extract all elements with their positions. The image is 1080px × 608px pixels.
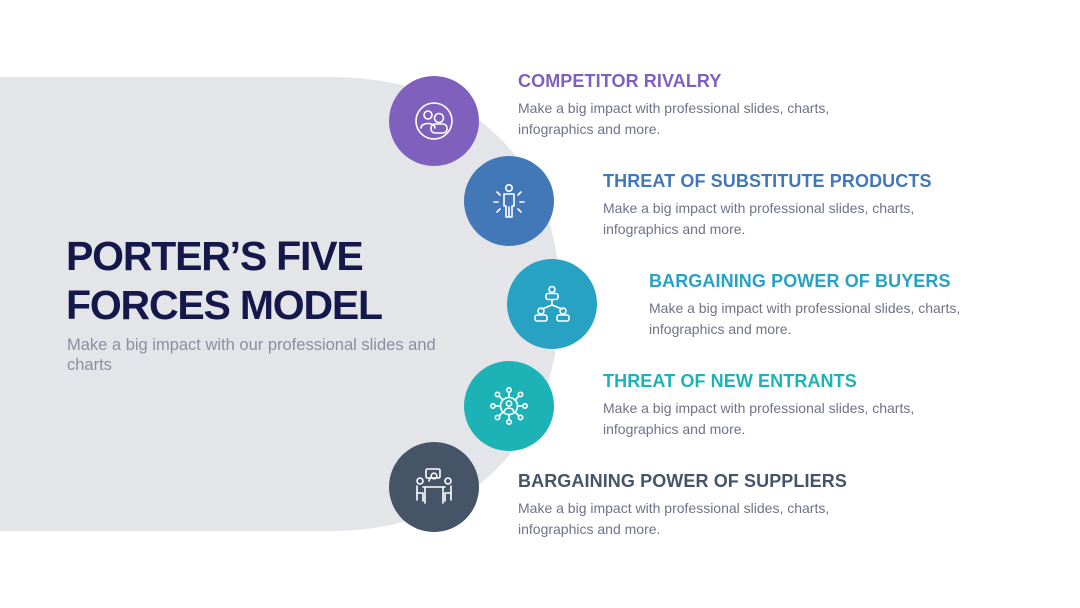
substitute-products-description: Make a big impact with professional slid…	[603, 200, 915, 237]
slide-title-line-2: FORCES MODEL	[66, 282, 383, 328]
new-entrants-circle	[464, 361, 554, 451]
slide-subtitle: Make a big impact with our professional …	[67, 336, 436, 374]
suppliers-power-description: Make a big impact with professional slid…	[518, 500, 830, 537]
person-radiating-icon	[493, 183, 525, 218]
new-entrants-description: Make a big impact with professional slid…	[603, 400, 915, 437]
competitor-rivalry-description: Make a big impact with professional slid…	[518, 100, 830, 137]
substitute-products-block: THREAT OF SUBSTITUTE PRODUCTS Make a big…	[603, 170, 1023, 240]
rivalry-people-icon	[415, 102, 453, 140]
hub-network-icon	[489, 386, 528, 425]
suppliers-power-circle	[389, 442, 479, 532]
buyers-power-block: BARGAINING POWER OF BUYERS Make a big im…	[649, 270, 1069, 340]
buyers-power-description: Make a big impact with professional slid…	[649, 300, 961, 337]
suppliers-power-block: BARGAINING POWER OF SUPPLIERS Make a big…	[518, 470, 938, 540]
slide-title-line-1: PORTER’S FIVE	[66, 233, 364, 279]
competitor-rivalry-block: COMPETITOR RIVALRY Make a big impact wit…	[518, 70, 938, 140]
suppliers-power-heading: BARGAINING POWER OF SUPPLIERS	[518, 471, 847, 491]
new-entrants-block: THREAT OF NEW ENTRANTS Make a big impact…	[603, 370, 1023, 440]
competitor-rivalry-heading: COMPETITOR RIVALRY	[518, 71, 722, 91]
negotiation-table-icon	[416, 468, 452, 504]
new-entrants-heading: THREAT OF NEW ENTRANTS	[603, 371, 857, 391]
buyers-power-heading: BARGAINING POWER OF BUYERS	[649, 271, 951, 291]
substitute-products-heading: THREAT OF SUBSTITUTE PRODUCTS	[603, 171, 932, 191]
substitute-products-circle	[464, 156, 554, 246]
buyers-power-circle	[507, 259, 597, 349]
slide-title: PORTER’S FIVE FORCES MODEL	[66, 232, 466, 330]
competitor-rivalry-circle	[389, 76, 479, 166]
buyer-network-icon	[534, 285, 570, 322]
